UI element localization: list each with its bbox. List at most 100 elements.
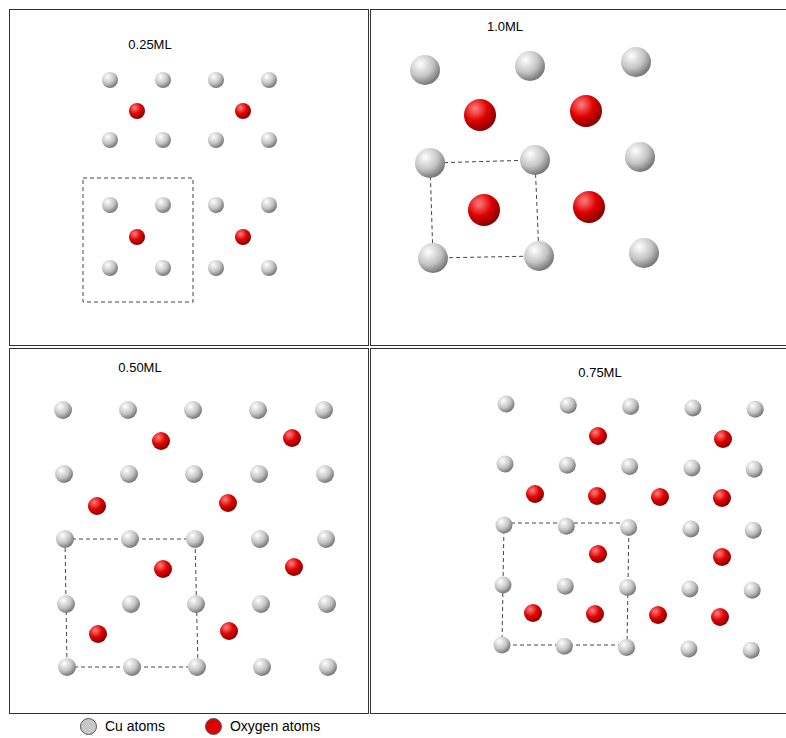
copper-atom — [252, 595, 270, 613]
copper-atom — [208, 197, 224, 213]
oxygen-atom — [220, 622, 238, 640]
copper-atom — [155, 260, 171, 276]
oxygen-atom — [89, 625, 107, 643]
copper-atom — [418, 243, 448, 273]
copper-atom — [744, 582, 761, 599]
copper-atom — [102, 72, 118, 88]
copper-atom — [497, 456, 514, 473]
panel-frames — [10, 10, 786, 714]
copper-atom — [250, 465, 268, 483]
copper-atom — [186, 530, 204, 548]
copper-atom — [54, 401, 72, 419]
legend-text: Oxygen atoms — [230, 718, 320, 734]
copper-atom — [155, 72, 171, 88]
copper-atom — [558, 518, 575, 535]
copper-atom — [208, 132, 224, 148]
copper-atom — [120, 465, 138, 483]
copper-atom — [559, 457, 576, 474]
oxygen-atom — [285, 558, 303, 576]
copper-atom — [208, 260, 224, 276]
copper-atom — [745, 522, 762, 539]
copper-atom — [261, 260, 277, 276]
oxygen-atom — [219, 494, 237, 512]
copper-atom — [625, 142, 655, 172]
oxygen-atom — [152, 432, 170, 450]
unit-cell — [65, 539, 198, 667]
copper-atom — [520, 145, 550, 175]
copper-atom — [684, 399, 701, 416]
unit-cell — [430, 160, 539, 258]
copper-atom — [619, 579, 636, 596]
copper-atom — [184, 401, 202, 419]
copper-atom — [187, 595, 205, 613]
copper-atom — [747, 401, 764, 418]
copper-atom — [683, 459, 700, 476]
oxygen-atom — [573, 191, 605, 223]
copper-atom — [629, 238, 659, 268]
oxygen-atom — [651, 488, 669, 506]
copper-atom — [56, 530, 74, 548]
oxygen-atom — [589, 427, 607, 445]
copper-atom — [123, 658, 141, 676]
oxygen-atom — [235, 229, 251, 245]
copper-atom — [251, 530, 269, 548]
copper-atom — [620, 519, 637, 536]
oxygen-atom — [524, 604, 542, 622]
oxygen-atom — [235, 103, 251, 119]
copper-atom — [682, 520, 699, 537]
oxygen-atom — [129, 229, 145, 245]
coverage-label: 0.75ML — [578, 365, 621, 380]
oxygen-atom — [649, 606, 667, 624]
copper-atom — [155, 132, 171, 148]
copper-atom — [261, 132, 277, 148]
oxygen-atom — [586, 605, 604, 623]
oxygen-atom — [129, 103, 145, 119]
copper-atom — [495, 577, 512, 594]
oxygen-atom — [88, 497, 106, 515]
copper-atom — [261, 197, 277, 213]
unit-cell — [83, 178, 193, 302]
panel-frame — [371, 10, 786, 346]
copper-atom — [618, 639, 635, 656]
unit-cells — [65, 160, 629, 667]
copper-atom — [498, 396, 515, 413]
copper-atom — [680, 640, 697, 657]
oxygen-atom — [570, 95, 602, 127]
copper-atom — [743, 642, 760, 659]
copper-atom — [253, 658, 271, 676]
copper-atom — [208, 72, 224, 88]
copper-atom — [746, 461, 763, 478]
oxygen-atom — [468, 194, 500, 226]
copper-atom — [515, 51, 545, 81]
copper-atom — [415, 148, 445, 178]
copper-atom — [58, 658, 76, 676]
copper-atom — [315, 401, 333, 419]
copper-atom — [155, 197, 171, 213]
oxygen-atom — [154, 560, 172, 578]
copper-atom — [261, 72, 277, 88]
panel-frame — [371, 349, 786, 714]
coverage-label: 0.25ML — [128, 37, 171, 52]
copper-atom — [102, 260, 118, 276]
copper-atom — [249, 401, 267, 419]
copper-atom — [494, 637, 511, 654]
panel-frame — [10, 10, 369, 346]
copper-atom — [102, 132, 118, 148]
copper-atom — [119, 401, 137, 419]
copper-atom — [102, 197, 118, 213]
copper-atom — [316, 465, 334, 483]
oxygen-atom — [464, 99, 496, 131]
copper-atom — [55, 465, 73, 483]
copper-atom — [557, 578, 574, 595]
oxygen-atom — [713, 489, 731, 507]
panel-frame — [10, 349, 369, 714]
oxygen-atom — [714, 430, 732, 448]
copper-atom — [622, 398, 639, 415]
oxygen-atom — [589, 545, 607, 563]
oxygen-atom — [526, 485, 544, 503]
copper-atom — [57, 595, 75, 613]
legend-swatch — [80, 718, 97, 735]
copper-atom — [621, 47, 651, 77]
coverage-label: 1.0ML — [487, 19, 523, 34]
